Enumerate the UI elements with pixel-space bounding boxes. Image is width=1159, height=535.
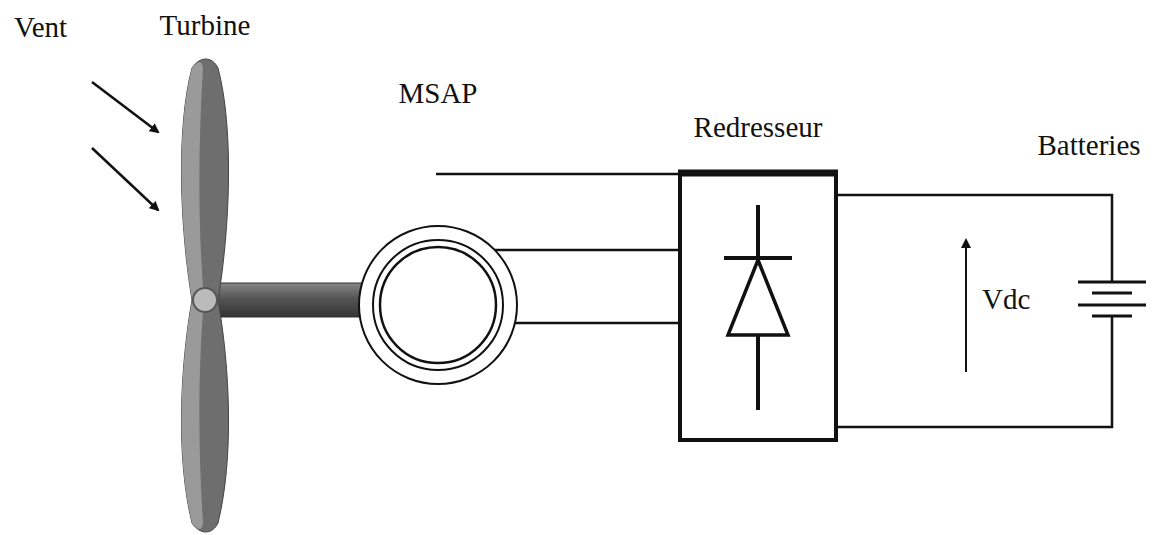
- rectifier-box: Redresseur: [668, 110, 848, 443]
- rectifier-outline: [668, 110, 848, 443]
- turbine-blade: [181, 300, 228, 532]
- node-label: Redresseur: [694, 110, 823, 144]
- stator-ring-fill: [366, 233, 510, 377]
- wind-label: Vent: [14, 10, 67, 44]
- node-label: Batteries: [1037, 128, 1140, 162]
- node-label: MSAP: [399, 76, 478, 110]
- blade-highlight: [181, 300, 204, 529]
- turbine: Turbine: [140, 8, 270, 533]
- turbine-hub: [193, 288, 217, 312]
- voltage-label: Vdc: [982, 282, 1030, 316]
- battery-plate: [1078, 281, 1146, 284]
- blade-highlight: [181, 62, 204, 300]
- rotor-circle: [380, 247, 496, 363]
- voltage-arrow: [965, 240, 967, 372]
- rectifier-top-edge: [678, 170, 838, 177]
- dc-bus-wires: [838, 195, 1112, 427]
- wind-arrow: [92, 148, 158, 210]
- battery-bank: Batteries: [1022, 128, 1156, 328]
- drive-shaft: [205, 283, 362, 317]
- turbine-rotor: [140, 8, 270, 533]
- node-label: Turbine: [160, 8, 251, 42]
- diode-triangle: [728, 260, 788, 335]
- battery-plate: [1092, 315, 1132, 318]
- generator-msap: MSAP: [348, 76, 528, 391]
- turbine-blade: [181, 59, 228, 300]
- diode-bar: [724, 256, 792, 260]
- generator-circle: [348, 76, 528, 391]
- battery-plate: [1078, 304, 1146, 307]
- wind-arrow: [92, 82, 158, 132]
- stator-ring: [366, 233, 510, 377]
- rectifier-frame: [680, 172, 836, 440]
- battery-plate: [1092, 292, 1132, 295]
